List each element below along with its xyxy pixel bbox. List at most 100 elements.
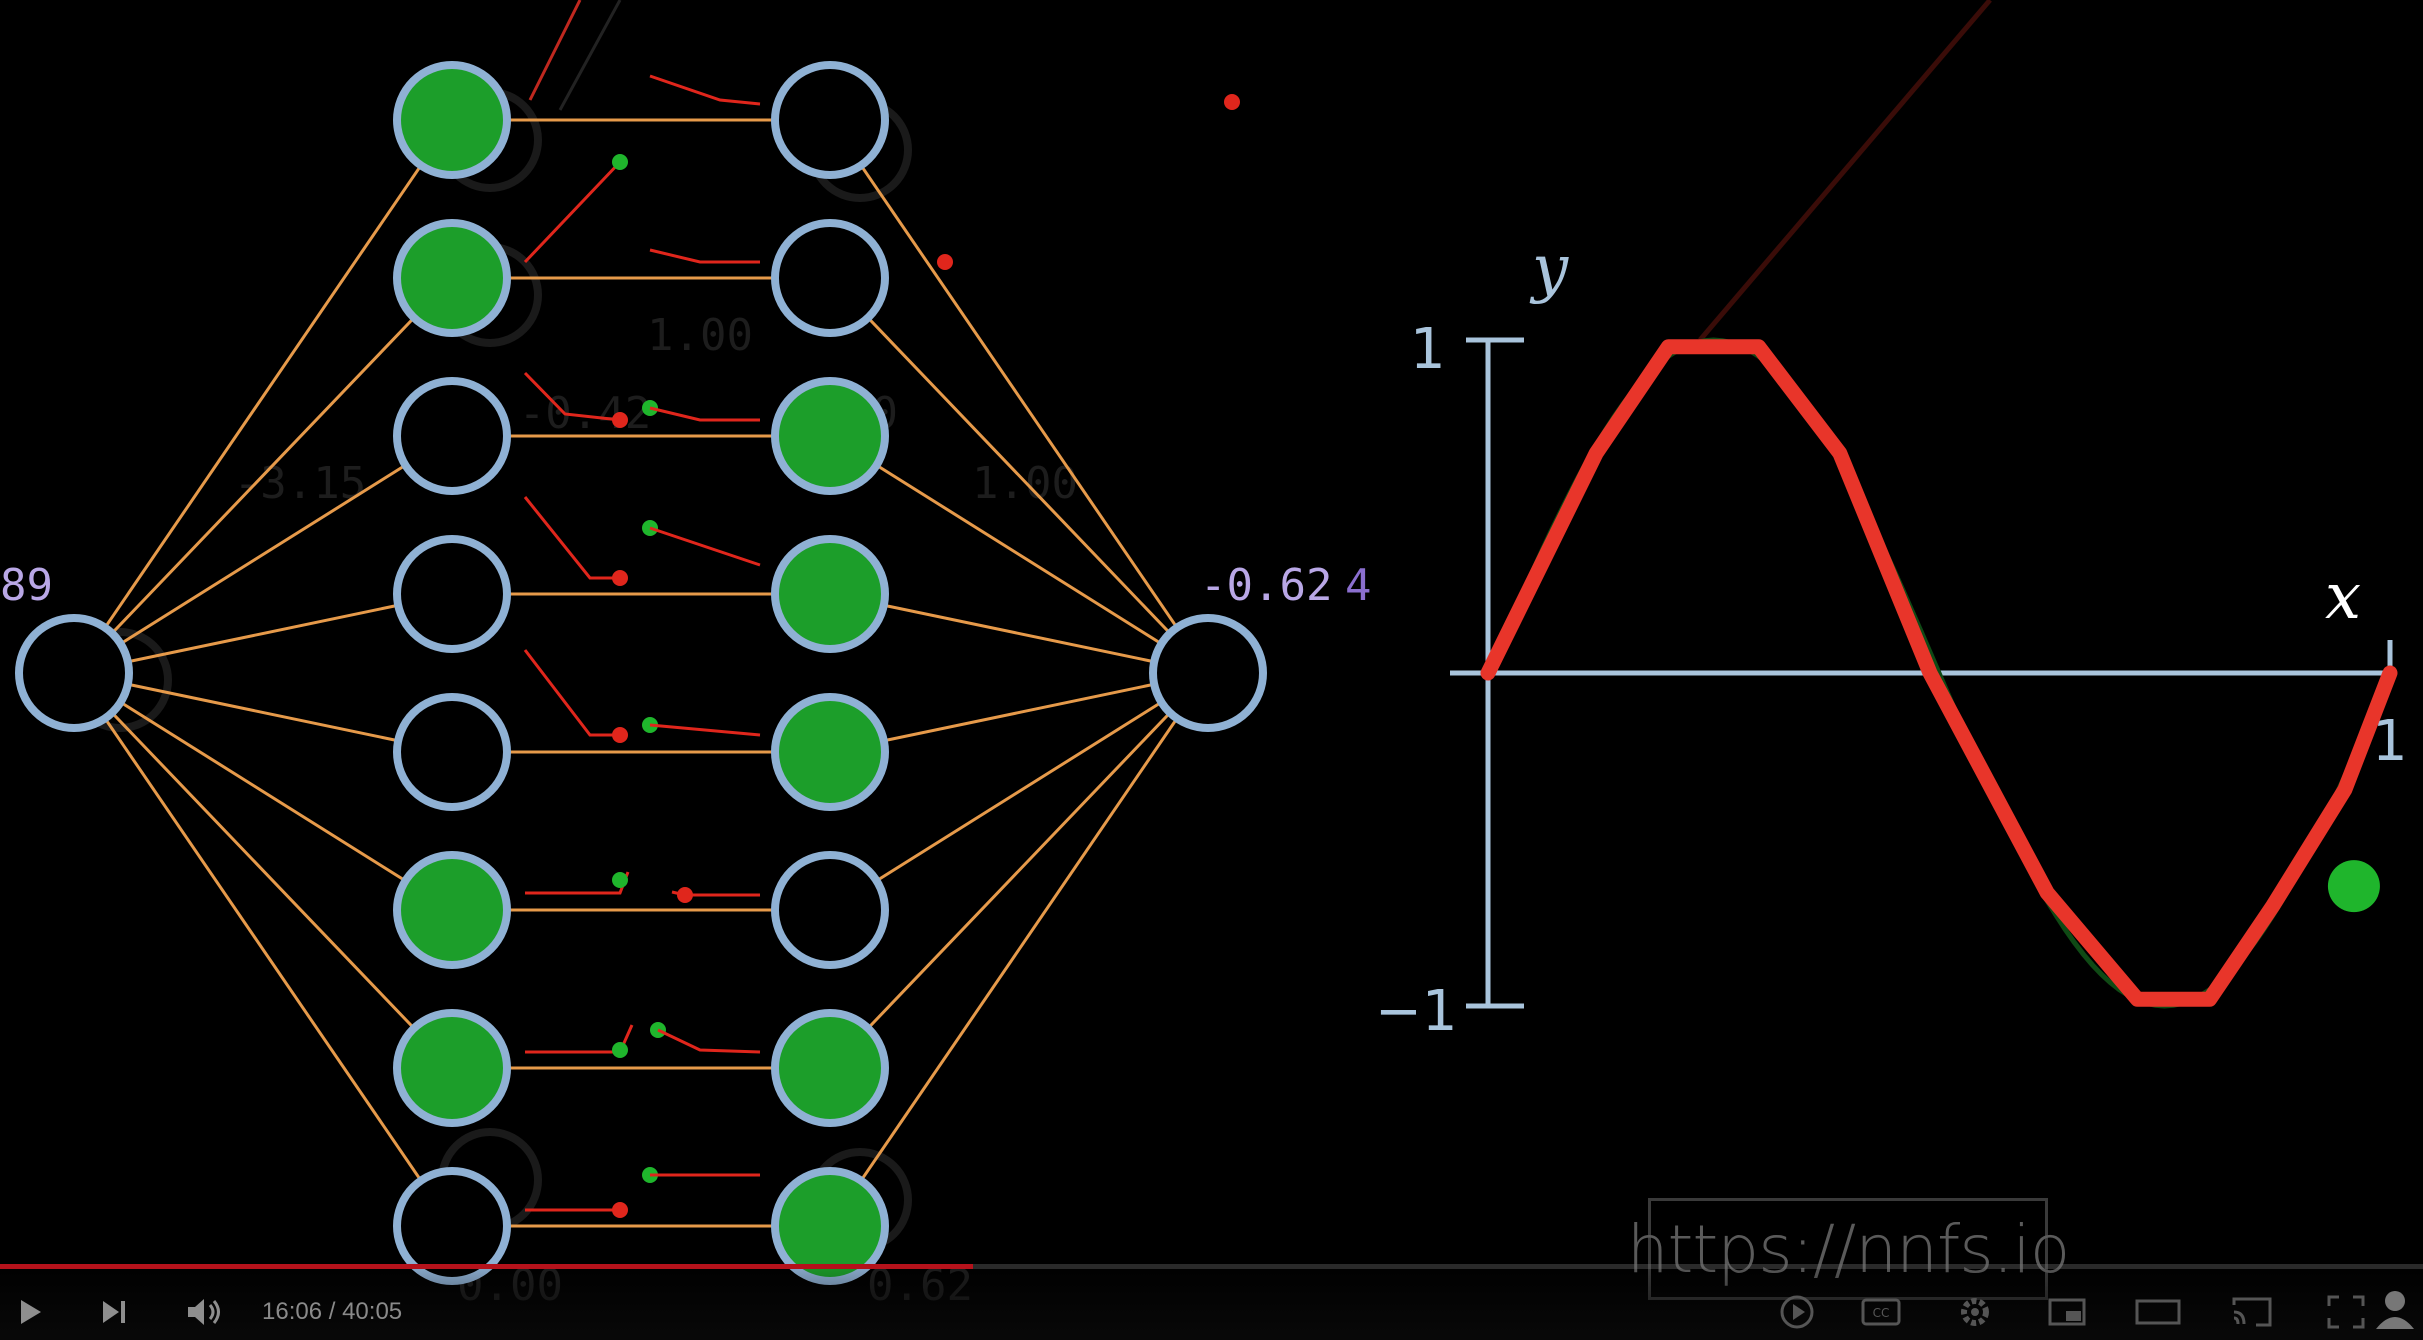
upstream-edge <box>528 0 582 101</box>
relu-sketches <box>523 74 1240 1218</box>
hidden2-neuron <box>771 61 889 179</box>
relu-segment <box>649 526 761 567</box>
neural-network-diagram: 1.00-0.420.00-3.151.000.000.6289-0.624 <box>0 0 1372 1311</box>
weight-edge <box>72 671 454 1070</box>
relu-segment <box>523 160 622 264</box>
cast-button[interactable] <box>2224 1290 2280 1334</box>
neurons <box>15 61 1267 1285</box>
weight-edge <box>72 672 454 1227</box>
current-sample-marker <box>2327 860 2380 913</box>
data-point <box>2136 998 2138 1000</box>
data-point <box>1595 452 1597 454</box>
hidden1-neuron <box>393 377 511 495</box>
data-point <box>2272 905 2274 907</box>
relu-segment <box>649 723 761 737</box>
relu-segment <box>649 248 760 264</box>
data-point <box>2209 998 2211 1000</box>
upstream-edge <box>558 0 622 111</box>
output-value-label: -0.62 <box>1200 560 1332 611</box>
weight-edge <box>829 434 1209 675</box>
weights <box>72 118 1210 1228</box>
miniplayer-button[interactable] <box>2042 1290 2092 1334</box>
hidden1-neuron <box>393 851 511 969</box>
time-display: 16:06 / 40:05 <box>262 1298 403 1325</box>
svg-text:CC: CC <box>1873 1306 1890 1320</box>
weight-edge <box>73 671 453 912</box>
theater-icon <box>2135 1299 2181 1325</box>
weight-edge <box>829 671 1209 754</box>
hidden1-neuron <box>393 535 511 653</box>
relu-dot <box>612 872 628 888</box>
y-tick-label: 1 <box>1410 317 1446 382</box>
hidden1-neuron <box>393 61 511 179</box>
hidden1-neuron <box>393 693 511 811</box>
volume-button[interactable] <box>180 1290 230 1334</box>
progress-fill <box>0 1264 973 1269</box>
data-point <box>1758 346 1760 348</box>
data-point <box>2389 672 2391 674</box>
sine-approximation-chart: yx1−11 <box>1380 0 2408 1044</box>
weight-edge <box>828 119 1210 674</box>
stray-dot <box>1224 94 1240 110</box>
prediction-curve <box>1480 339 2398 1007</box>
weight-edge <box>73 671 453 754</box>
gear-icon <box>1961 1298 1989 1326</box>
faded-value-label: -0.42 <box>519 388 651 439</box>
input-value-label: 89 <box>0 560 53 611</box>
miniplayer-play-button[interactable] <box>1772 1290 1822 1334</box>
relu-segment <box>649 74 761 106</box>
weight-edge <box>828 671 1210 1070</box>
fullscreen-icon <box>2327 1295 2365 1329</box>
cast-icon <box>2232 1297 2272 1327</box>
hidden2-neuron <box>771 1009 889 1127</box>
relu-segment <box>523 496 620 580</box>
x-axis-label: x <box>2325 560 2361 634</box>
hidden2-neuron <box>771 219 889 337</box>
theater-button[interactable] <box>2130 1290 2186 1334</box>
output-neuron <box>1149 614 1267 732</box>
skip-next-icon <box>103 1301 125 1323</box>
play-button[interactable] <box>8 1290 52 1334</box>
hidden2-neuron <box>771 535 889 653</box>
relu-segment <box>523 649 620 737</box>
miniplayer-icon <box>2048 1298 2086 1326</box>
weight-edge <box>72 276 454 675</box>
hidden2-neuron <box>771 693 889 811</box>
relu-segment <box>657 1028 761 1054</box>
weight-edge <box>73 434 453 675</box>
data-point <box>1487 672 1489 674</box>
play-icon <box>21 1300 41 1324</box>
weight-edge <box>829 592 1209 675</box>
channel-avatar[interactable] <box>2370 1286 2420 1330</box>
hidden1-neuron <box>393 1009 511 1127</box>
relu-dot <box>612 154 628 170</box>
volume-icon <box>188 1299 220 1325</box>
relu-dot <box>612 1042 628 1058</box>
y-axis-label: y <box>1529 232 1569 306</box>
next-button[interactable] <box>92 1290 136 1334</box>
relu-segment <box>523 371 621 422</box>
weight-edge <box>828 672 1210 1227</box>
current-time: 16:06 <box>262 1298 323 1325</box>
relu-dot <box>612 1202 628 1218</box>
faded-value-label: 1.00 <box>647 310 753 361</box>
data-point <box>1929 672 1931 674</box>
avatar-icon <box>2376 1291 2414 1329</box>
relu-dot <box>612 412 628 428</box>
player-controls <box>0 1262 2423 1340</box>
weight-edge <box>73 592 453 675</box>
data-point <box>2046 892 2048 894</box>
data-point <box>2344 789 2346 791</box>
fullscreen-button[interactable] <box>2318 1290 2374 1334</box>
captions-button[interactable]: CC <box>1856 1290 1906 1334</box>
hidden2-neuron <box>771 851 889 969</box>
data-point <box>1667 346 1669 348</box>
hidden1-neuron <box>393 219 511 337</box>
settings-button[interactable] <box>1950 1290 2000 1334</box>
weight-edge <box>829 671 1209 912</box>
captions-icon: CC <box>1861 1298 1901 1326</box>
relu-dot <box>612 570 628 586</box>
progress-bar[interactable] <box>0 1264 2423 1269</box>
duration: 40:05 <box>342 1298 403 1325</box>
